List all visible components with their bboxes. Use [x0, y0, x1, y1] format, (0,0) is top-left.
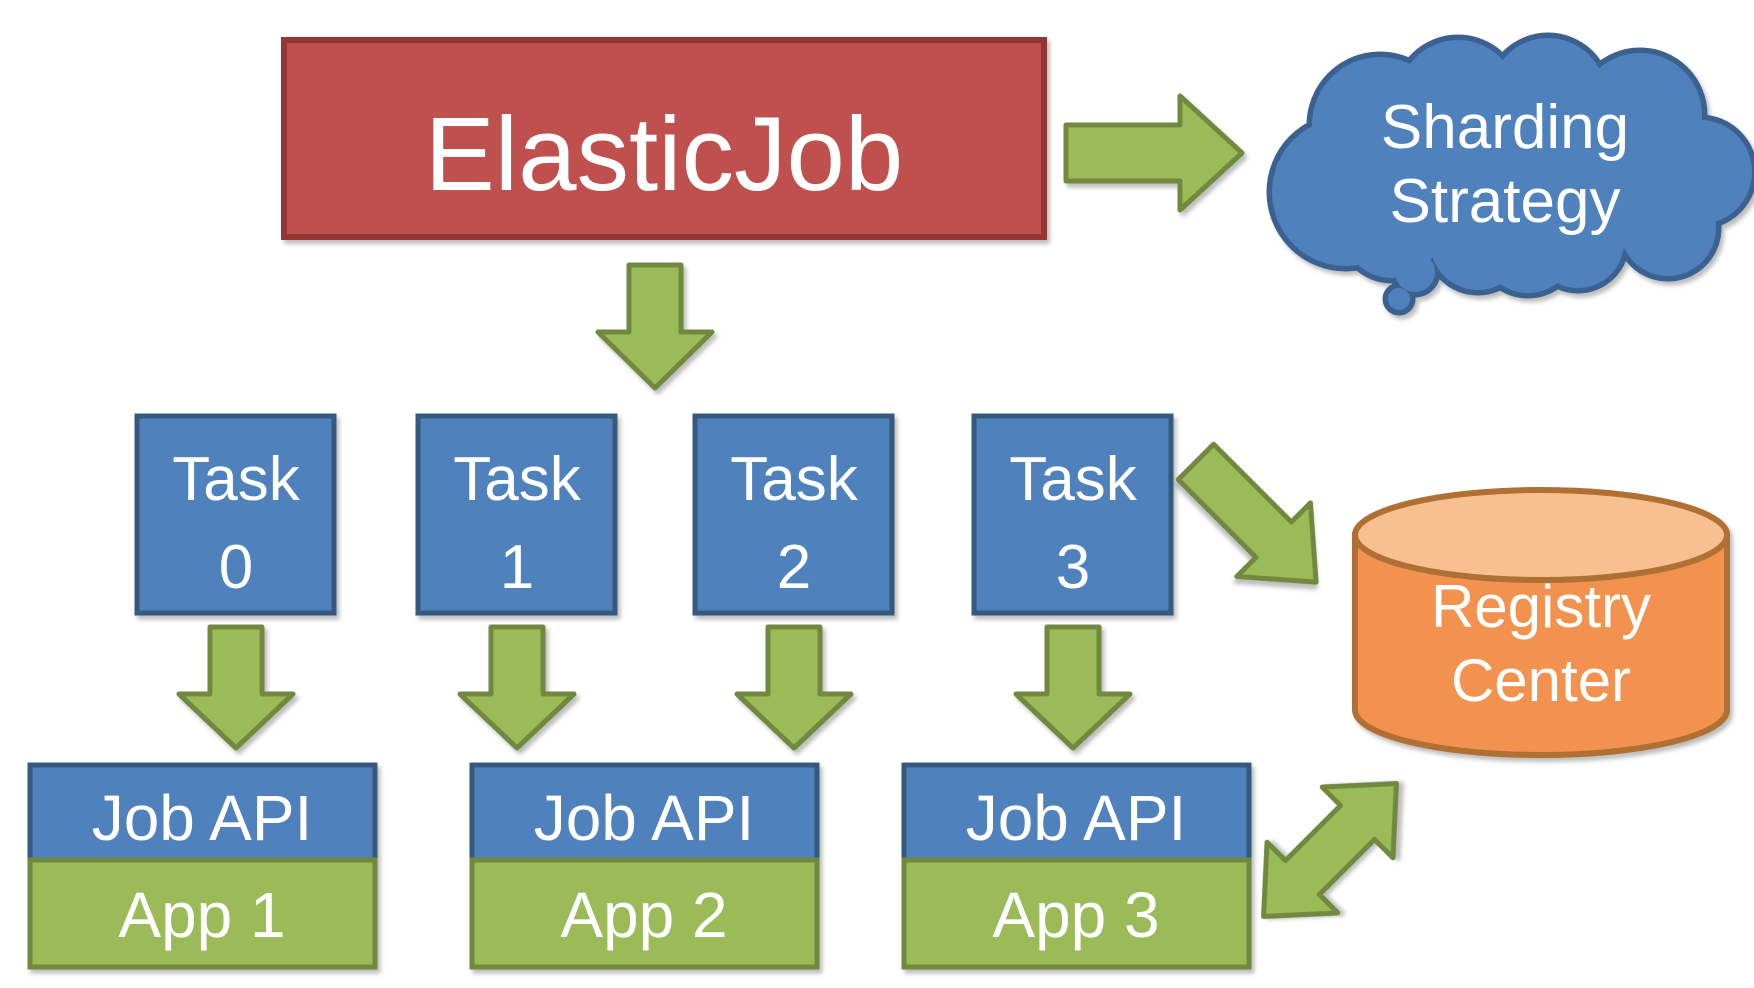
task-0-node: Task 0: [134, 413, 337, 616]
task-3-label-line2: 3: [1056, 533, 1090, 602]
task-3-label-line1: Task: [1009, 445, 1137, 514]
registry-cylinder-top: [1352, 487, 1730, 583]
job-api-3-label: Job API: [966, 782, 1187, 854]
task-3-node: Task 3: [971, 413, 1174, 616]
arrow-right-icon: [1063, 93, 1245, 213]
arrow-down-icon: [734, 624, 854, 751]
registry-label-line1: Registry: [1431, 573, 1651, 640]
job-api-1-box: [27, 762, 378, 863]
double-headed-arrow-icon: [1261, 781, 1399, 919]
cloud-label-line1: Sharding: [1381, 93, 1629, 162]
elasticjob-node: ElasticJob: [281, 37, 1047, 240]
elasticjob-label: ElasticJob: [425, 96, 904, 213]
app-stack-2: Job API App 2: [469, 762, 820, 970]
task-2-box: [692, 413, 895, 616]
task-2-node: Task 2: [692, 413, 895, 616]
task-1-box: [415, 413, 618, 616]
app-3-label: App 3: [992, 879, 1159, 951]
task-1-node: Task 1: [415, 413, 618, 616]
app-3-box: [901, 857, 1252, 970]
task-0-label-line1: Task: [172, 445, 300, 514]
task-2-label-line1: Task: [730, 445, 858, 514]
app-2-label: App 2: [560, 879, 727, 951]
arrow-down-icon: [595, 262, 715, 391]
job-api-2-box: [469, 762, 820, 863]
task-1-label-line2: 1: [500, 533, 534, 602]
task-0-label-line2: 0: [219, 533, 253, 602]
elasticjob-box: [281, 37, 1047, 240]
app-1-box: [27, 857, 378, 970]
job-api-2-label: Job API: [534, 782, 755, 854]
task-0-box: [134, 413, 337, 616]
app-stack-1: Job API App 1: [27, 762, 378, 970]
job-api-3-box: [901, 762, 1252, 863]
task-3-box: [971, 413, 1174, 616]
registry-cylinder-body: [1352, 532, 1730, 758]
job-api-1-label: Job API: [92, 782, 313, 854]
task-2-label-line2: 2: [777, 533, 811, 602]
task-1-label-line1: Task: [453, 445, 581, 514]
app-stack-3: Job API App 3: [901, 762, 1252, 970]
registry-center-node: Registry Center: [1352, 487, 1730, 758]
app-1-label: App 1: [118, 879, 285, 951]
app-2-box: [469, 857, 820, 970]
sharding-strategy-cloud: Sharding Strategy: [1272, 38, 1752, 310]
cloud-label-line2: Strategy: [1390, 167, 1621, 236]
arrow-down-icon: [1013, 624, 1133, 751]
arrow-diagonal-down-right-icon: [1175, 441, 1319, 585]
arrow-down-icon: [176, 624, 296, 751]
registry-label-line2: Center: [1451, 647, 1631, 714]
arrow-down-icon: [457, 624, 577, 751]
